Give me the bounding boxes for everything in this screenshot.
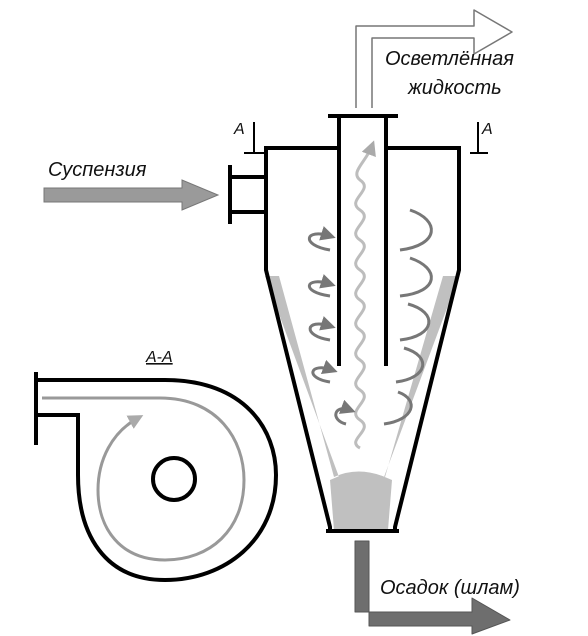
sediment-arrow [354, 540, 511, 635]
section-flow-arrow [42, 396, 246, 562]
clarified-liquid-label-line2: жидкость [407, 77, 502, 99]
section-label-right: A [481, 121, 493, 138]
section-view [34, 372, 279, 583]
outer-swirl [307, 208, 433, 426]
section-view-label: A-A [145, 349, 173, 366]
section-label-left: A [233, 121, 245, 138]
sediment-bottom [330, 472, 392, 530]
inner-swirl-path [354, 140, 376, 450]
section-marker-right [470, 122, 488, 154]
section-marker-left [244, 122, 264, 154]
sediment-label: Осадок (шлам) [380, 577, 520, 599]
vortex-finder-pipe [328, 114, 398, 366]
clarified-liquid-label-line1: Осветлённая [385, 48, 514, 70]
section-central-pipe [151, 456, 197, 502]
cyclone-body [228, 146, 461, 533]
clarified-liquid-arrow [355, 9, 513, 108]
suspension-label: Суспензия [48, 159, 147, 181]
suspension-arrow [43, 179, 220, 211]
